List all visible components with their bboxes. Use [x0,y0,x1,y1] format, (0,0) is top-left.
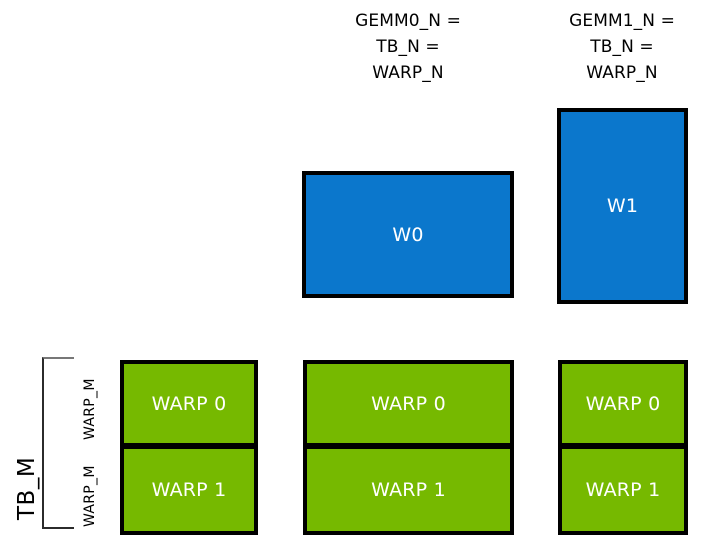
warp-cell-1-0-label: WARP 0 [371,392,446,415]
warp-cell-1-1-label: WARP 1 [371,479,446,501]
warp-cell-1-1: WARP 1 [303,445,514,535]
warp-cell-0-0-label: WARP 0 [151,392,227,415]
warp-cell-0-1-label: WARP 1 [151,479,227,501]
warp-column-2: WARP 0 WARP 1 [558,360,688,535]
caption-gemm0: GEMM0_N = TB_N = WARP_N [355,11,461,83]
tb-m-bracket [42,357,74,529]
warp-tile-w1-label: W1 [606,195,639,217]
warp-cell-2-1: WARP 1 [558,445,688,535]
warp-cell-0-0: WARP 0 [120,360,258,447]
caption-gemm1: GEMM1_N = TB_N = WARP_N [569,11,675,83]
warp-column-1: WARP 0 WARP 1 [303,360,514,535]
warp-column-0: WARP 0 WARP 1 [120,360,258,535]
warp-tile-w0-label: W0 [392,223,424,246]
warp-tile-w1: W1 [557,108,688,304]
warp-cell-2-1-label: WARP 1 [585,479,661,501]
warp-cell-1-0: WARP 0 [303,360,514,447]
warp-m-label-lower: WARP_M [82,465,98,527]
warp-cell-2-0-label: WARP 0 [585,392,661,415]
tb-m-label: TB_M [14,456,40,520]
warp-cell-2-0: WARP 0 [558,360,688,447]
warp-cell-0-1: WARP 1 [120,445,258,535]
warp-m-label-upper: WARP_M [82,378,98,440]
warp-tile-w0: W0 [302,171,514,298]
